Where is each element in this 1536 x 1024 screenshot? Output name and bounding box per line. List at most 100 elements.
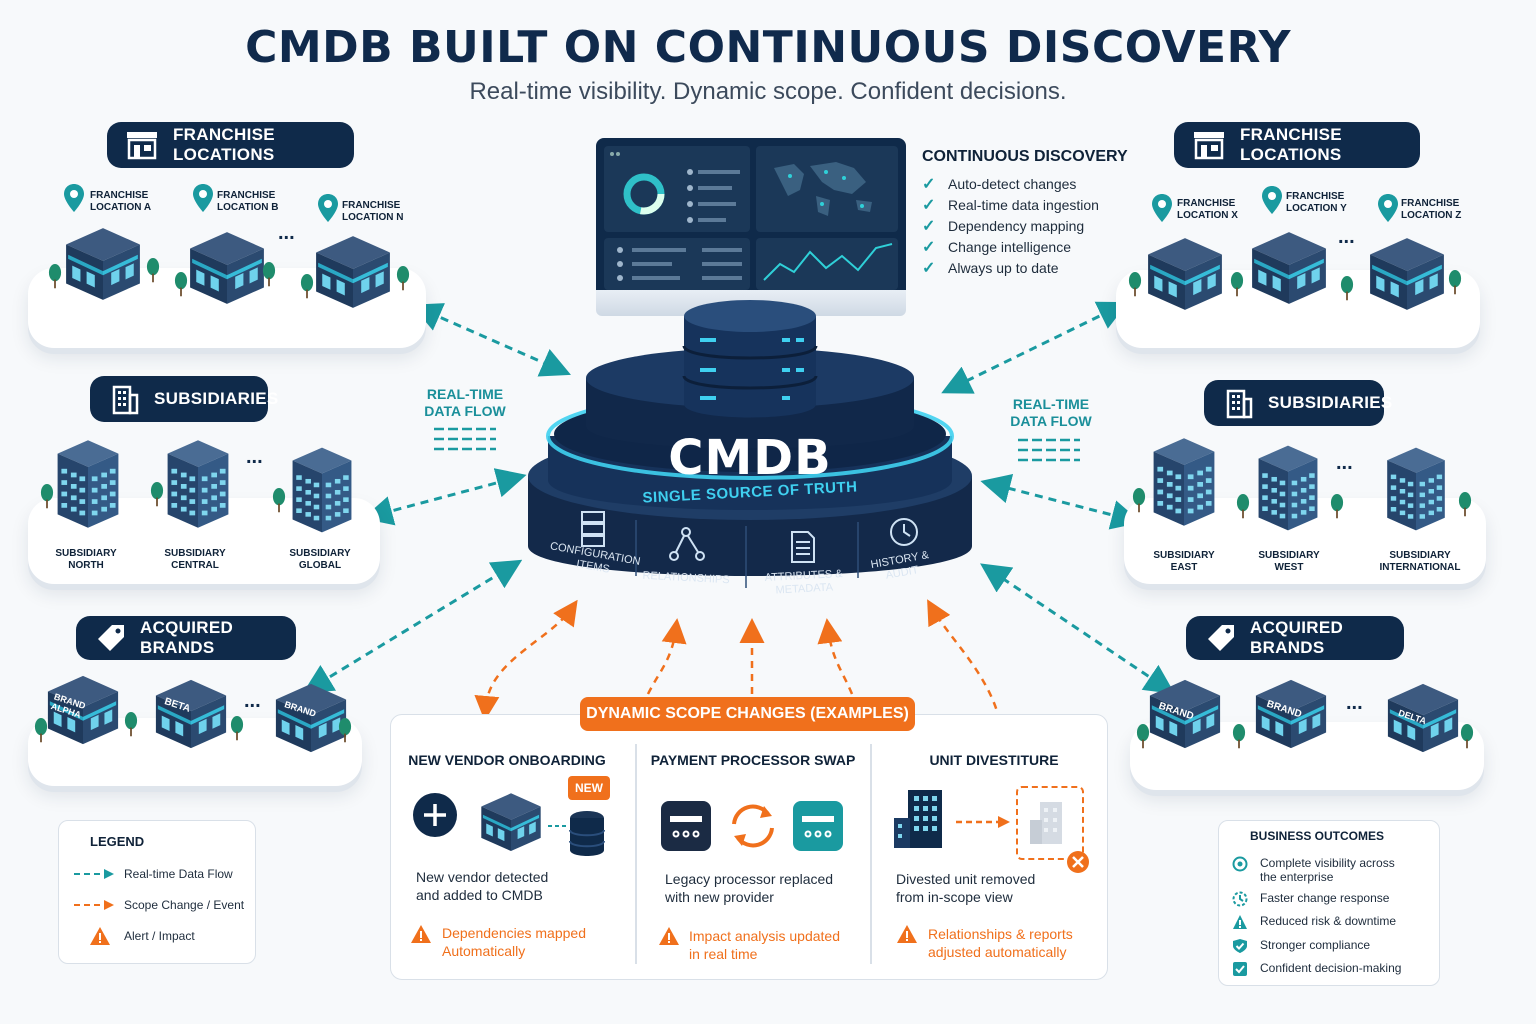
orange-dashed-arrow-icon <box>74 899 114 910</box>
legend-title: LEGEND <box>90 834 145 849</box>
database-icon <box>569 811 605 856</box>
target-icon <box>1232 856 1248 872</box>
office-tower <box>1378 444 1454 534</box>
tree <box>272 488 286 514</box>
legend-panel <box>58 820 256 964</box>
checkmark-icon: ✓ <box>922 196 936 214</box>
page-title: CMDB BUILT ON CONTINUOUS DISCOVERY <box>245 22 1291 73</box>
subsidiary-label: SUBSIDIARY INTERNATIONAL <box>1379 550 1461 573</box>
subsidiary-label: SUBSIDIARY GLOBAL <box>289 548 351 571</box>
scope-col-title: PAYMENT PROCESSOR SWAP <box>650 752 856 768</box>
alert-icon <box>411 925 431 943</box>
legend-item-scope-change: Scope Change / Event <box>74 889 244 920</box>
remove-x-icon <box>1067 851 1089 873</box>
dashboard-screen <box>604 146 898 290</box>
subsidiaries-left-title: SUBSIDIARIES <box>154 389 279 408</box>
location-pin-icon <box>64 184 84 212</box>
ellipsis: ... <box>1336 452 1353 474</box>
tree <box>124 712 138 738</box>
ellipsis: ... <box>1338 226 1355 248</box>
cmdb-title: CMDB <box>668 430 832 486</box>
acquired-brands-left-title: ACQUIRED BRANDS <box>140 618 234 657</box>
checkbox-icon <box>1233 962 1247 976</box>
outcome-item: Reduced risk & downtime <box>1232 914 1396 930</box>
speed-icon <box>1232 891 1248 907</box>
swap-icon <box>732 804 774 848</box>
legend-item-data-flow: Real-time Data Flow <box>74 858 244 889</box>
divested-building-icon <box>894 790 942 848</box>
alert-icon <box>659 927 679 945</box>
tree <box>40 484 54 510</box>
discovery-item: ✓Real-time data ingestion <box>922 196 1099 214</box>
franchise-locations-left-header: FRANCHISE LOCATIONS <box>107 122 354 168</box>
store-building <box>1144 234 1226 316</box>
office-tower <box>50 436 126 532</box>
vendor-store-icon <box>478 790 544 856</box>
location-pin-icon <box>1378 194 1398 222</box>
checkmark-icon: ✓ <box>922 238 936 256</box>
tree <box>1236 494 1250 520</box>
realtime-flow-label-left: REAL-TIME DATA FLOW <box>424 386 506 419</box>
franchise-location-label: FRANCHISE LOCATION B <box>217 190 279 213</box>
scope-col-alert: Relationships & reports adjusted automat… <box>928 926 1073 960</box>
tree <box>396 266 410 292</box>
scope-col-alert: Dependencies mapped Automatically <box>442 925 586 959</box>
discovery-item: ✓Change intelligence <box>922 238 1071 256</box>
continuous-discovery-title: CONTINUOUS DISCOVERY <box>922 148 1128 165</box>
office-tower <box>160 436 236 532</box>
office-tower <box>1146 432 1222 532</box>
store-building <box>1248 228 1330 310</box>
franchise-locations-right-title: FRANCHISE LOCATIONS <box>1240 125 1342 164</box>
outcome-item: Stronger compliance <box>1232 938 1370 954</box>
alert-icon <box>897 925 917 943</box>
realtime-flow-label-right: REAL-TIME DATA FLOW <box>1010 396 1092 429</box>
outcome-item: Faster change response <box>1232 891 1389 907</box>
acquired-brands-right-title: ACQUIRED BRANDS <box>1250 618 1344 657</box>
store-building <box>62 224 144 306</box>
location-pin-icon <box>318 194 338 222</box>
discovery-item: ✓Auto-detect changes <box>922 175 1077 193</box>
discovery-item: ✓Always up to date <box>922 259 1059 277</box>
ellipsis: ... <box>278 222 295 244</box>
acquired-brands-right-header: ACQUIRED BRANDS <box>1186 616 1404 660</box>
new-badge: NEW <box>568 776 610 800</box>
legacy-terminal-icon <box>661 801 711 851</box>
location-pin-icon <box>193 184 213 212</box>
acquired-brands-left-header: ACQUIRED BRANDS <box>76 616 296 660</box>
scope-divider <box>635 744 637 964</box>
office-tower <box>1250 442 1326 534</box>
tree <box>150 482 164 508</box>
brand-building <box>152 676 230 754</box>
tree <box>338 718 352 744</box>
shield-check-icon <box>1233 939 1247 953</box>
subsidiary-label: SUBSIDIARY WEST <box>1258 550 1320 573</box>
dynamic-scope-title: DYNAMIC SCOPE CHANGES (EXAMPLES) <box>580 697 915 731</box>
checkmark-icon: ✓ <box>922 175 936 193</box>
tree <box>48 264 62 290</box>
franchise-location-label: FRANCHISE LOCATION N <box>342 200 404 223</box>
checkmark-icon: ✓ <box>922 217 936 235</box>
teal-dashed-arrow-icon <box>74 868 114 879</box>
business-outcomes-panel <box>1218 820 1440 986</box>
location-pin-icon <box>1152 194 1172 222</box>
legend-item-alert: Alert / Impact <box>74 920 244 951</box>
ellipsis: ... <box>1346 692 1363 714</box>
franchise-locations-right-header: FRANCHISE LOCATIONS <box>1174 122 1420 168</box>
office-building-icon <box>1222 388 1254 419</box>
business-outcomes-title: BUSINESS OUTCOMES <box>1250 829 1385 843</box>
franchise-locations-left-title: FRANCHISE LOCATIONS <box>173 125 275 164</box>
tree <box>1128 272 1142 298</box>
subsidiaries-right-title: SUBSIDIARIES <box>1268 393 1393 412</box>
outcome-item: Complete visibility across the enterpris… <box>1232 856 1395 884</box>
alert-icon <box>90 926 110 945</box>
cmdb-segment-attributes-metadata: ATTRIBUTES & METADATA <box>764 567 843 597</box>
office-building-icon <box>108 384 140 415</box>
scope-col-title: NEW VENDOR ONBOARDING <box>408 752 606 768</box>
franchise-location-label: FRANCHISE LOCATION X <box>1177 198 1238 221</box>
cmdb-core <box>528 300 972 588</box>
subsidiaries-right-header: SUBSIDIARIES <box>1204 380 1392 426</box>
continuous-discovery-list: ✓Auto-detect changes ✓Real-time data ing… <box>922 173 1099 278</box>
location-pin-icon <box>1262 186 1282 214</box>
franchise-location-label: FRANCHISE LOCATION Z <box>1401 198 1462 221</box>
